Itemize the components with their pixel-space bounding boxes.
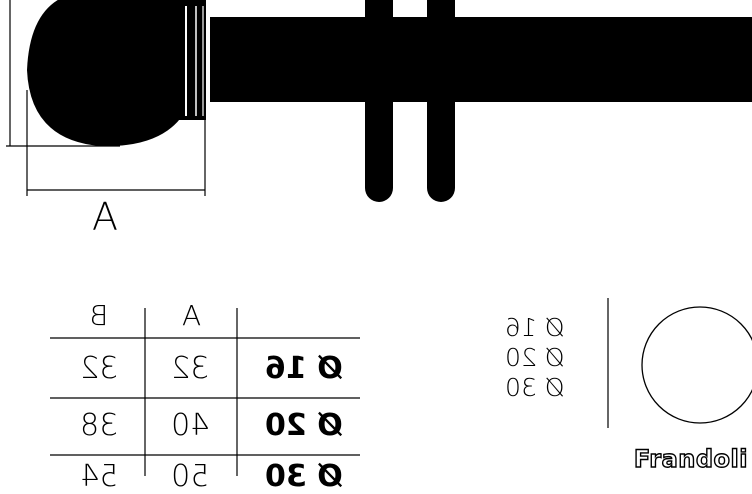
diameter-item: Ø 16	[505, 313, 565, 342]
table-cell-a: 32	[171, 351, 210, 386]
table-cell-b: 38	[80, 408, 119, 443]
brand-logo: Frandoli	[633, 444, 748, 473]
rod-right-segment	[455, 17, 752, 102]
table-header-a: A	[182, 299, 202, 332]
rod-left-segment	[210, 17, 365, 102]
diameter-list: Ø 16 Ø 20 Ø 30	[505, 313, 564, 403]
table-header-b: B	[90, 299, 109, 332]
technical-drawing	[6, 0, 752, 476]
finial-ball	[27, 0, 185, 147]
table-cell-b: 54	[80, 459, 119, 494]
table-cell-diameter: Ø 20	[265, 408, 343, 443]
diameter-item: Ø 20	[505, 343, 565, 372]
table-cell-a: 50	[171, 459, 210, 494]
rod-middle-segment	[392, 17, 428, 102]
ring-left	[365, 0, 393, 202]
finial-collar	[178, 0, 206, 120]
diameter-item: Ø 30	[505, 373, 565, 402]
table-cell-diameter: Ø 16	[265, 351, 343, 386]
rod-cross-section	[641, 306, 752, 424]
size-table: B A 32 32 Ø 16 38 40 Ø 20 54 50 Ø 30	[50, 299, 362, 494]
dimension-label-a: A	[92, 195, 118, 239]
table-cell-diameter: Ø 30	[265, 459, 343, 494]
ring-right	[427, 0, 455, 202]
table-cell-b: 32	[80, 351, 119, 386]
table-cell-a: 40	[171, 408, 210, 443]
